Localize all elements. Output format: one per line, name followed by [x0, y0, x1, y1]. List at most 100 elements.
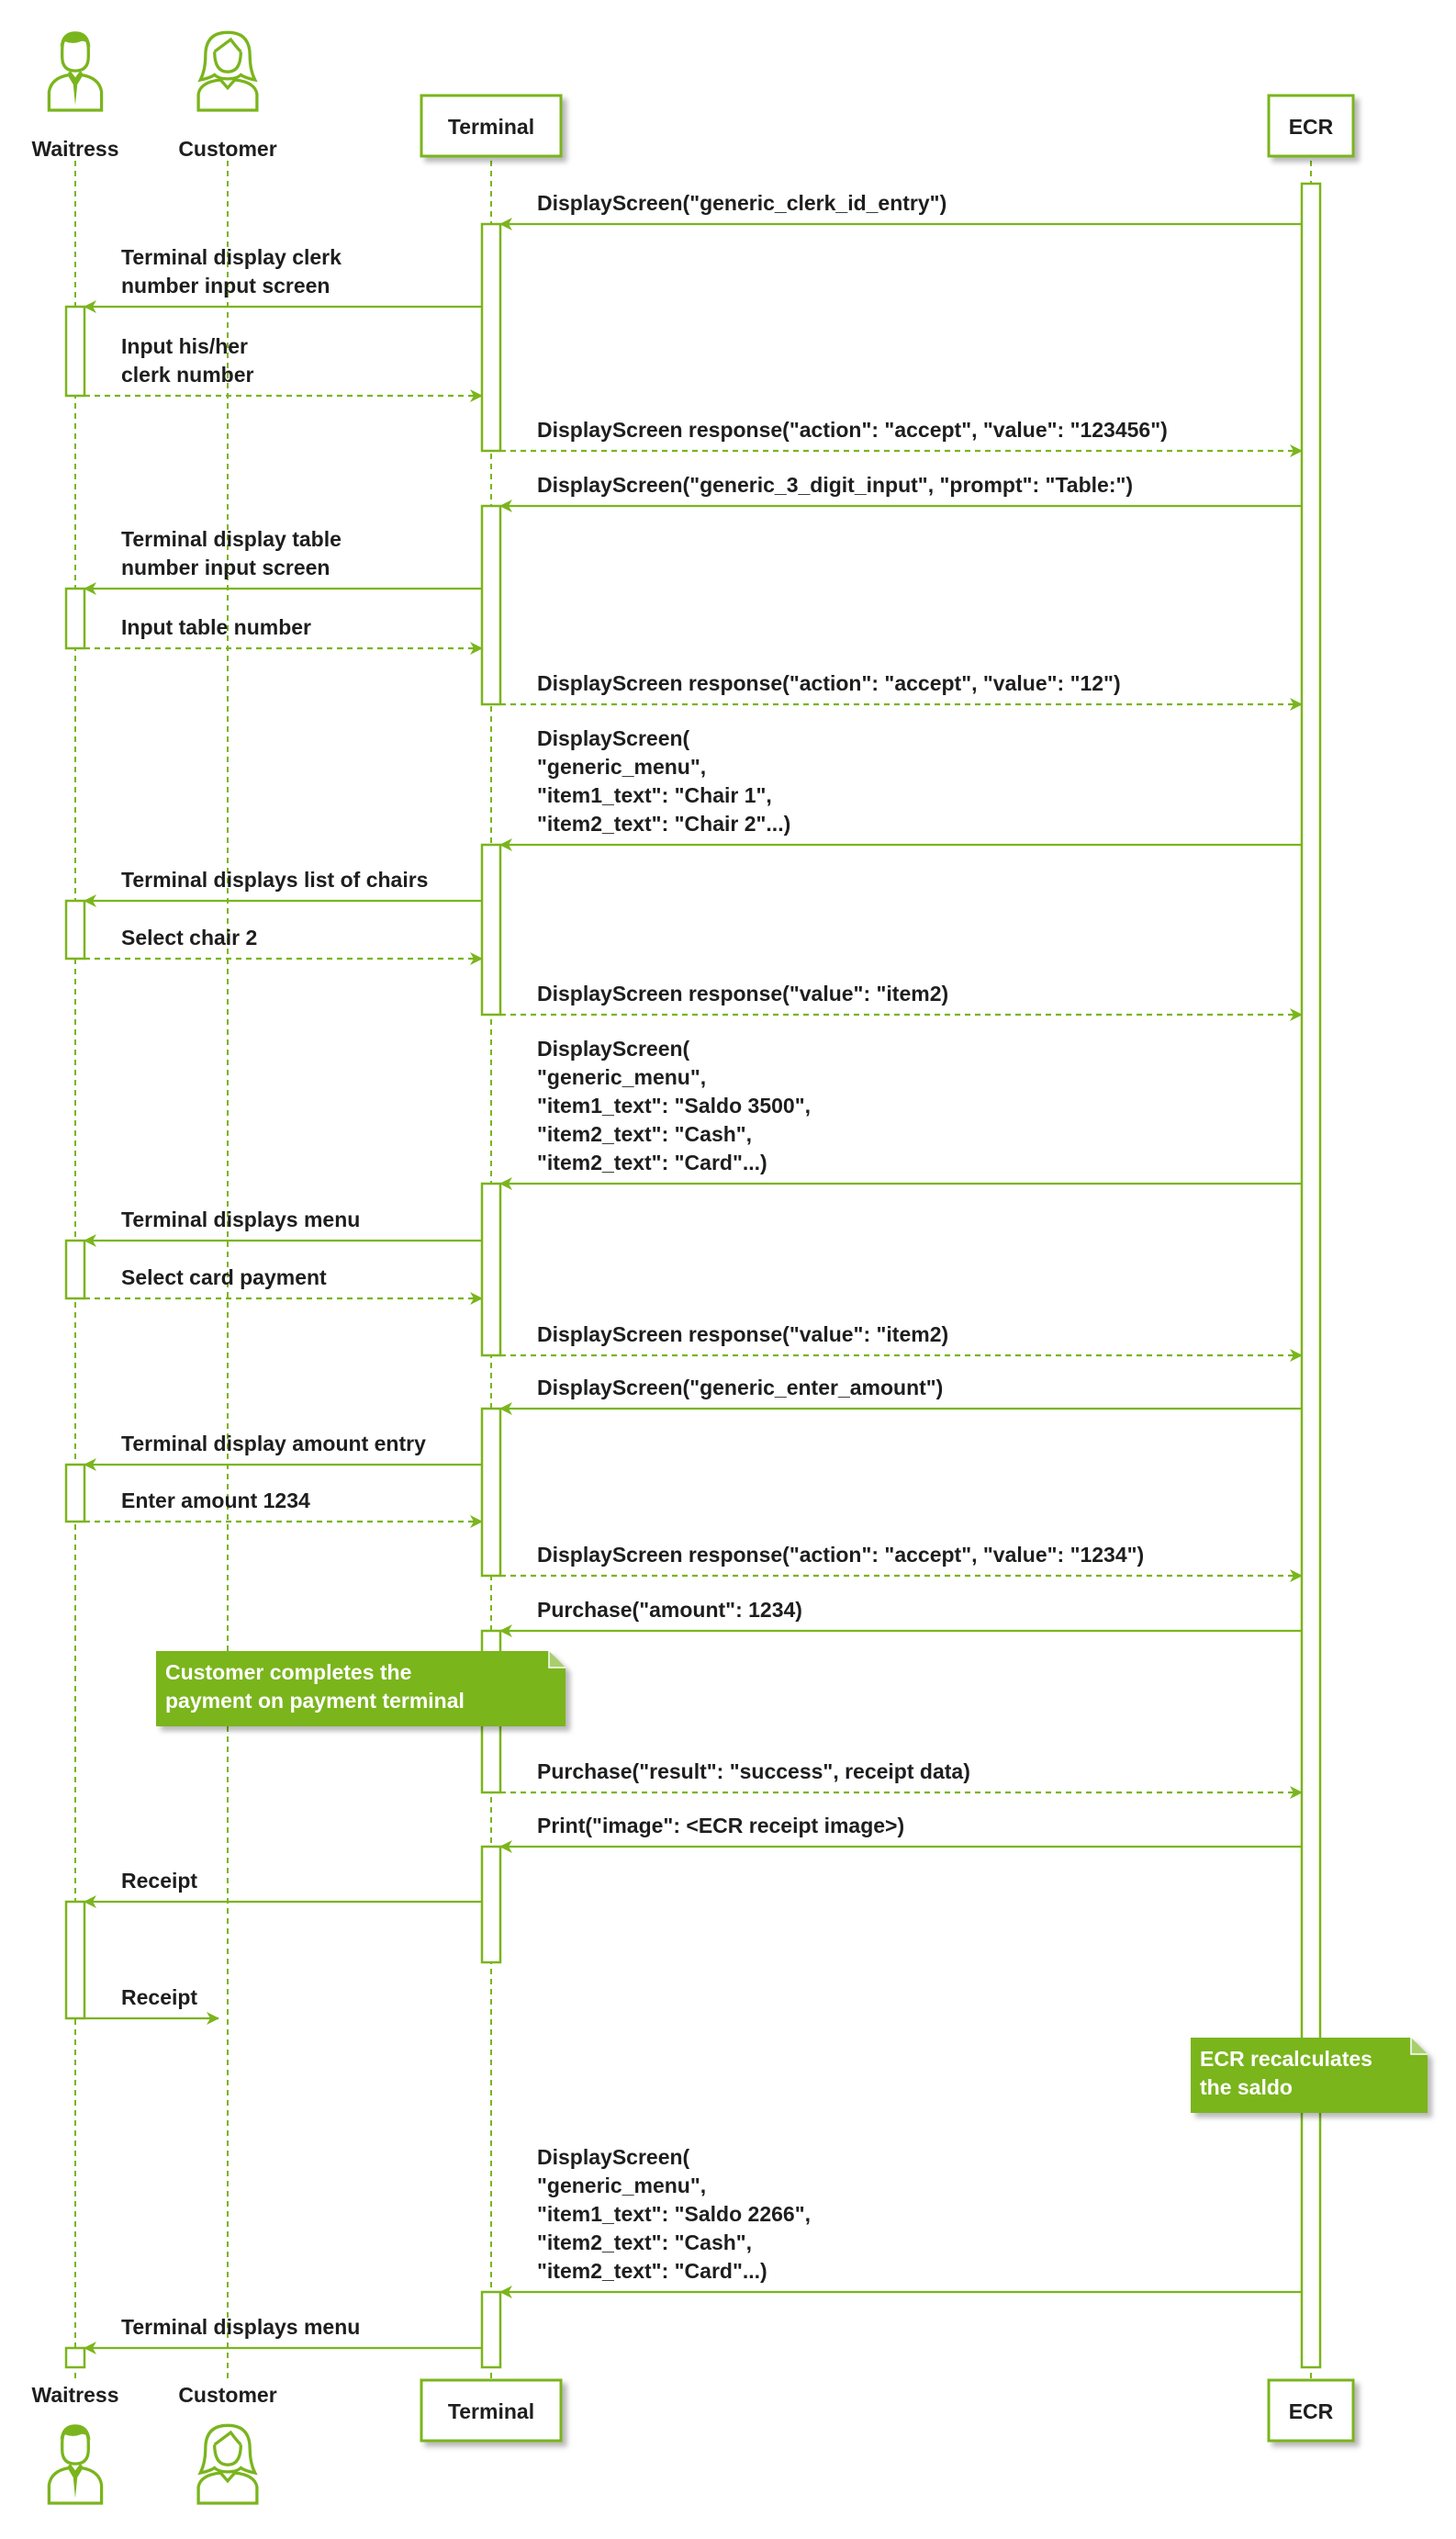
message-label: DisplayScreen("generic_3_digit_input", "… [537, 473, 1133, 497]
note-text: payment on payment terminal [165, 1689, 465, 1713]
message-25: Receipt [84, 1985, 219, 2025]
message-4: DisplayScreen response("action": "accept… [500, 418, 1303, 457]
message-24: Receipt [84, 1869, 482, 1908]
message-label: Input table number [121, 615, 311, 639]
message-label: "item2_text": "Card"...) [537, 2259, 767, 2283]
message-label: number input screen [121, 556, 330, 579]
message-17: DisplayScreen("generic_enter_amount") [499, 1376, 1302, 1415]
message-label: Input his/her [121, 334, 248, 358]
message-label: "item1_text": "Saldo 3500", [537, 1094, 811, 1118]
female-user-icon-bottom [196, 2423, 259, 2505]
message-1: DisplayScreen("generic_clerk_id_entry") [499, 191, 1302, 230]
activation-bar-waitress [64, 1900, 86, 2020]
message-label: "item2_text": "Cash", [537, 2230, 752, 2254]
message-label: Terminal display amount entry [121, 1432, 426, 1455]
message-22: Purchase("result": "success", receipt da… [500, 1759, 1303, 1799]
female-user-icon-top [196, 30, 259, 112]
message-3: Input his/her clerk number [84, 334, 483, 402]
activation-bar-terminal [480, 222, 502, 453]
message-11: Select chair 2 [84, 926, 483, 965]
message-7: Input table number [84, 615, 483, 655]
message-label: Purchase("result": "success", receipt da… [537, 1759, 970, 1783]
participant-label-waitress-top: Waitress [31, 137, 118, 161]
activation-bar-terminal [480, 2290, 502, 2369]
message-label: number input screen [121, 274, 330, 298]
activation-bar-ecr [1300, 182, 1322, 2369]
activation-bar-waitress [64, 899, 86, 961]
note-box [1191, 2038, 1428, 2113]
message-label: Receipt [121, 1985, 197, 2009]
message-27: Terminal displays menu [84, 2315, 482, 2354]
note-fold [548, 1651, 566, 1668]
male-user-icon-bottom [47, 2422, 104, 2505]
participant-box-terminal-bottom [420, 2378, 563, 2443]
activation-bar-terminal [480, 1182, 502, 1357]
activation-bar-terminal [480, 1845, 502, 1964]
message-label: Terminal display table [121, 527, 342, 551]
message-26: DisplayScreen( "generic_menu", "item1_text… [499, 2145, 1302, 2298]
activation-bar-terminal [480, 504, 502, 706]
message-label: Select chair 2 [121, 926, 257, 949]
message-label: DisplayScreen( [537, 2145, 690, 2169]
note-fold [1410, 2038, 1428, 2055]
message-label: DisplayScreen response("action": "accept… [537, 671, 1121, 695]
message-label: DisplayScreen response("value": "item2) [537, 982, 948, 1005]
message-14: Terminal displays menu [84, 1208, 482, 1247]
message-label: Terminal displays list of chairs [121, 868, 428, 892]
message-label: DisplayScreen response("value": "item2) [537, 1322, 948, 1346]
message-label: DisplayScreen( [537, 726, 690, 750]
message-label: "item2_text": "Cash", [537, 1122, 752, 1146]
message-label: "item1_text": "Saldo 2266", [537, 2202, 811, 2226]
message-label: Print("image": <ECR receipt image>) [537, 1814, 904, 1837]
message-label: DisplayScreen( [537, 1037, 690, 1061]
message-label: "generic_menu", [537, 755, 706, 779]
message-18: Terminal display amount entry [84, 1432, 482, 1471]
message-label: "item2_text": "Chair 2"...) [537, 812, 790, 836]
message-label: "item2_text": "Card"...) [537, 1151, 767, 1174]
message-label: Purchase("amount": 1234) [537, 1598, 802, 1622]
message-label: DisplayScreen response("action": "accept… [537, 418, 1168, 442]
activation-bar-waitress [64, 587, 86, 650]
message-label: DisplayScreen response("action": "accept… [537, 1543, 1144, 1567]
participant-label-waitress-bottom: Waitress [31, 2383, 118, 2407]
activation-bar-waitress [64, 1239, 86, 1300]
message-label: Enter amount 1234 [121, 1489, 310, 1512]
message-label: "generic_menu", [537, 1065, 706, 1089]
activation-bar-waitress [64, 305, 86, 398]
male-user-icon-top [47, 29, 104, 112]
participant-label-ecr-top: ECR [1289, 115, 1334, 139]
participant-label-ecr-bottom: ECR [1289, 2399, 1334, 2423]
message-label: Select card payment [121, 1265, 327, 1289]
message-label: Receipt [121, 1869, 197, 1893]
message-6: Terminal display table number input scree… [84, 527, 482, 595]
message-13: DisplayScreen( "generic_menu", "item1_text… [499, 1037, 1302, 1190]
message-23: Print("image": <ECR receipt image>) [499, 1814, 1302, 1853]
message-label: "item1_text": "Chair 1", [537, 783, 772, 807]
message-label: Terminal displays menu [121, 1208, 360, 1231]
activation-bar-terminal [480, 843, 502, 1017]
message-label: DisplayScreen("generic_clerk_id_entry") [537, 191, 946, 215]
participant-label-customer-top: Customer [178, 137, 276, 161]
message-19: Enter amount 1234 [84, 1489, 483, 1528]
message-label: clerk number [121, 363, 253, 387]
participant-box-terminal-top [420, 94, 563, 158]
participant-label-terminal-bottom: Terminal [448, 2399, 534, 2423]
message-label: Terminal display clerk [121, 245, 342, 269]
participant-label-customer-bottom: Customer [178, 2383, 276, 2407]
message-8: DisplayScreen response("action": "accept… [500, 671, 1303, 711]
message-9: DisplayScreen( "generic_menu", "item1_text… [499, 726, 1302, 851]
activation-bar-waitress [64, 2346, 86, 2369]
participant-box-ecr-bottom [1267, 2378, 1355, 2443]
message-12: DisplayScreen response("value": "item2) [500, 982, 1303, 1021]
message-15: Select card payment [84, 1265, 483, 1305]
message-16: DisplayScreen response("value": "item2) [500, 1322, 1303, 1362]
activation-bar-terminal [480, 1407, 502, 1578]
message-10: Terminal displays list of chairs [84, 868, 482, 907]
activation-bar-waitress [64, 1463, 86, 1523]
message-label: "generic_menu", [537, 2174, 706, 2197]
participant-label-terminal-top: Terminal [448, 115, 534, 139]
note-text: ECR recalculates [1200, 2047, 1372, 2071]
